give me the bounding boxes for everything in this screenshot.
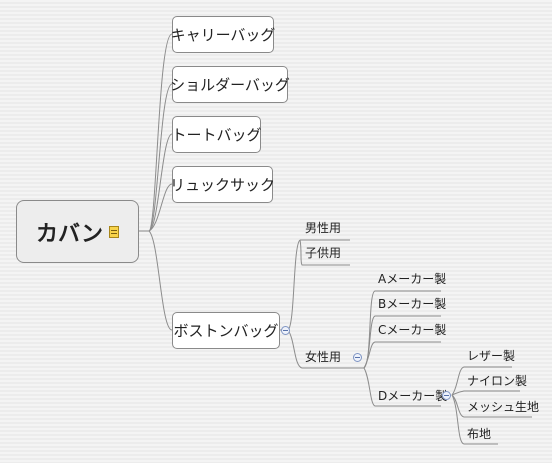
topic-tote-bag[interactable]: トートバッグ [171,116,262,153]
topic-boston-bag-label: ボストンバッグ [173,322,279,340]
subtopic-mesh[interactable]: メッシュ生地 [467,400,540,414]
subtopic-cloth[interactable]: 布地 [467,427,492,441]
topic-carry-bag[interactable]: キャリーバッグ [170,16,276,53]
topic-shoulder-bag-label: ショルダーバッグ [170,76,290,94]
connector-d-cloth [451,394,498,445]
subtopic-maker-a[interactable]: Aメーカー製 [378,272,447,286]
connector-root-rucksack [139,183,173,232]
connector-female-d [363,367,441,407]
connector-boston-group [280,239,301,331]
connector-female-c [363,341,441,369]
collapse-boston-icon[interactable] [281,326,290,335]
topic-shoulder-bag[interactable]: ショルダーバッグ [170,66,290,103]
topic-carry-bag-label: キャリーバッグ [170,26,276,44]
note-icon[interactable] [109,225,120,238]
subtopic-child[interactable]: 子供用 [305,246,342,260]
connector-d-leather [451,366,512,396]
topic-boston-bag[interactable]: ボストンバッグ [172,312,280,349]
subtopic-maker-d[interactable]: Dメーカー製 [378,389,448,403]
topic-rucksack[interactable]: リュックサック [170,166,276,203]
connector-root-boston [139,230,173,331]
collapse-maker-d-icon[interactable] [442,391,451,400]
subtopic-maker-b[interactable]: Bメーカー製 [378,297,447,311]
subtopic-nylon[interactable]: ナイロン製 [467,374,528,388]
topic-rucksack-label: リュックサック [170,176,276,194]
subtopic-female[interactable]: 女性用 [305,350,342,364]
connector-d-nylon [451,390,520,396]
root-topic[interactable]: カバン [16,200,139,263]
subtopic-maker-c[interactable]: Cメーカー製 [378,323,447,337]
connector-d-mesh [451,394,532,418]
connector-boston-female [287,329,364,369]
subtopic-leather[interactable]: レザー製 [467,349,516,363]
topic-tote-bag-label: トートバッグ [171,126,262,144]
collapse-female-icon[interactable] [353,353,362,362]
subtopic-male[interactable]: 男性用 [305,221,342,235]
root-topic-label: カバン [35,221,104,247]
connector-root-shoulder [139,83,173,232]
connector-boston-child [299,239,350,266]
